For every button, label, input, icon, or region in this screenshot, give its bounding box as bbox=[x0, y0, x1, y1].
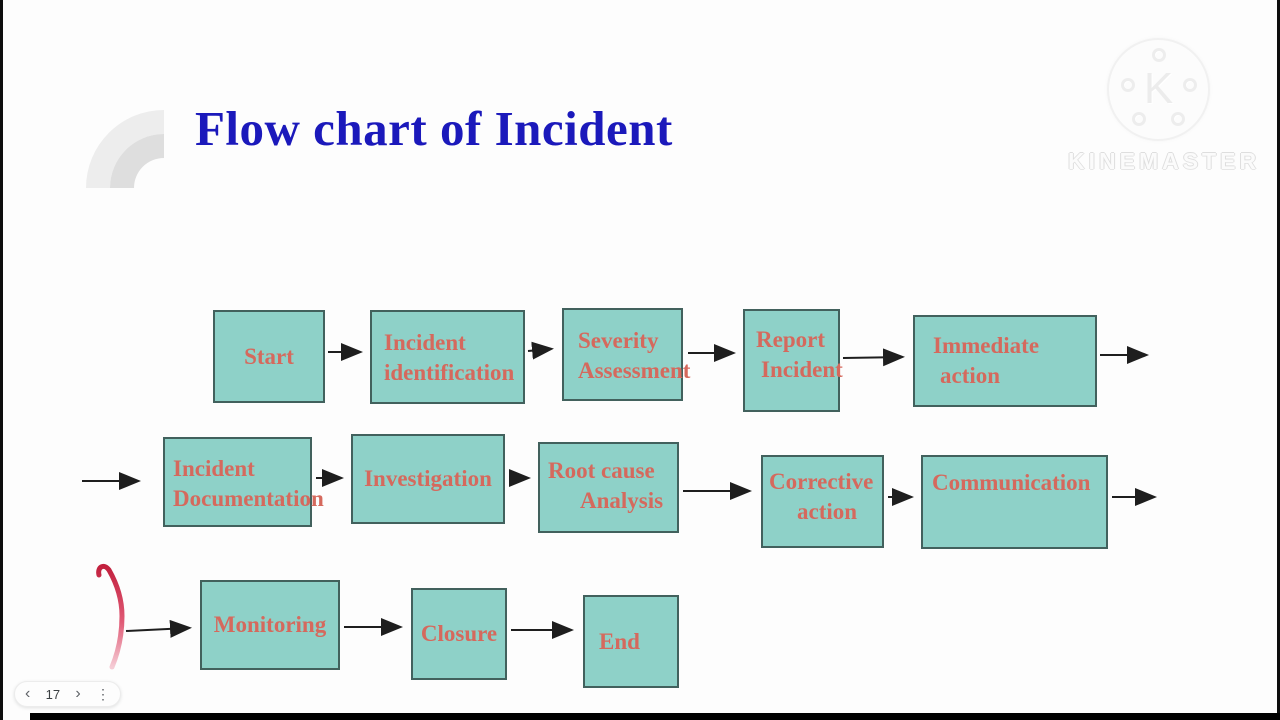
prev-page-button[interactable]: ‹ bbox=[25, 685, 31, 702]
page-navigation[interactable]: ‹ 17 › ⋮ bbox=[14, 681, 121, 707]
flow-box-end: End bbox=[583, 595, 679, 688]
flow-box-label: Assessment bbox=[578, 358, 691, 383]
frame-edge-left bbox=[0, 0, 3, 720]
flow-box-label: Severity bbox=[578, 328, 659, 353]
flow-box-closure: Closure bbox=[411, 588, 507, 680]
flow-box-label: Analysis bbox=[580, 488, 664, 513]
flow-box-severity-assessment: Severity Assessment bbox=[562, 308, 691, 401]
kinemaster-wordmark: KINEMASTER bbox=[1068, 148, 1261, 174]
flow-box-label: Communication bbox=[932, 470, 1091, 495]
letterbox-bottom-bar bbox=[30, 713, 1280, 720]
flow-box-report-incident: Report Incident bbox=[743, 309, 843, 412]
more-options-button[interactable]: ⋮ bbox=[95, 685, 110, 702]
flow-box-label: Report bbox=[756, 327, 825, 352]
flow-box-corrective-action: Corrective action bbox=[761, 455, 884, 548]
flow-box-label: Start bbox=[244, 343, 294, 369]
reel-hole-icon bbox=[1132, 112, 1146, 126]
flow-box-start: Start bbox=[213, 310, 325, 403]
flow-box-label: Incident bbox=[173, 456, 255, 481]
flow-box-label: Documentation bbox=[173, 486, 324, 511]
kinemaster-logo-icon: K bbox=[1107, 38, 1210, 141]
flow-box-label: Investigation bbox=[364, 466, 492, 491]
flow-box-investigation: Investigation bbox=[351, 434, 505, 524]
flow-box-incident-documentation: Incident Documentation bbox=[163, 437, 324, 527]
flow-box-label: Corrective bbox=[769, 469, 874, 494]
flow-box-label: Closure bbox=[420, 621, 498, 646]
flow-box-root-cause-analysis: Root cause Analysis bbox=[538, 442, 679, 533]
corner-arc-decoration bbox=[86, 106, 166, 188]
page-title: Flow chart of Incident bbox=[195, 101, 673, 156]
red-stroke-annotation bbox=[96, 563, 125, 670]
flow-box-label: action bbox=[940, 363, 1001, 388]
flow-box-label: action bbox=[797, 499, 858, 524]
arrow-identification-to-severity bbox=[527, 341, 554, 360]
flow-box-monitoring: Monitoring bbox=[200, 580, 340, 670]
flow-box-label: Root cause bbox=[548, 458, 655, 483]
frame-edge-right bbox=[1277, 0, 1280, 720]
kinemaster-logo-letter: K bbox=[1143, 64, 1174, 113]
arrow-report-to-immediate bbox=[842, 348, 905, 367]
flow-box-label: End bbox=[599, 628, 640, 654]
flow-box-immediate-action: Immediate action bbox=[913, 315, 1097, 407]
flow-box-incident-identification: Incident identification bbox=[370, 310, 525, 404]
flow-box-label: Incident bbox=[761, 357, 843, 382]
reel-hole-icon bbox=[1121, 78, 1135, 92]
reel-hole-icon bbox=[1183, 78, 1197, 92]
page-number: 17 bbox=[45, 686, 61, 702]
reel-hole-icon bbox=[1152, 48, 1166, 62]
arrow-in-row3 bbox=[125, 619, 192, 638]
flow-box-label: Immediate bbox=[933, 333, 1040, 358]
next-page-button[interactable]: › bbox=[75, 685, 81, 702]
flow-box-communication: Communication bbox=[921, 455, 1108, 549]
reel-hole-icon bbox=[1171, 112, 1185, 126]
flow-box-label: Monitoring bbox=[213, 612, 327, 637]
flow-box-label: identification bbox=[384, 360, 515, 385]
flow-box-label: Incident bbox=[384, 330, 466, 355]
